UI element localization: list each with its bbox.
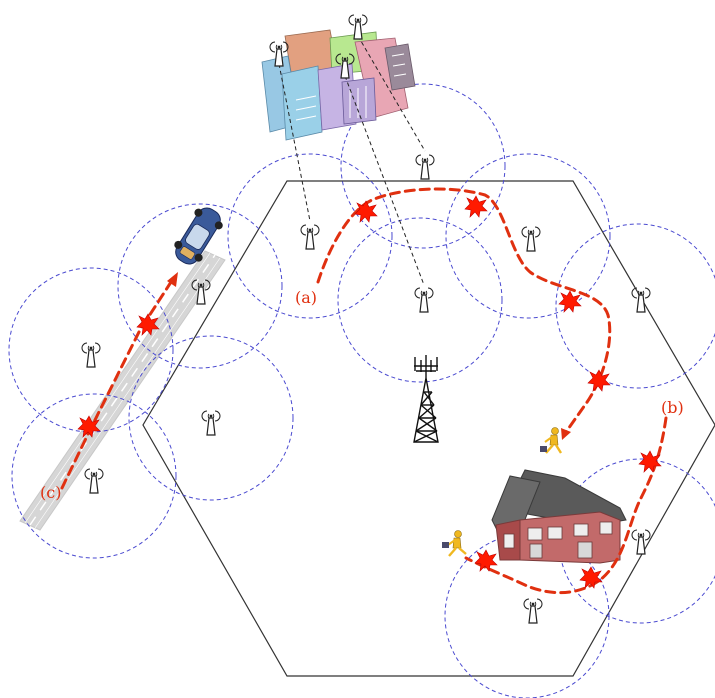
walking-person-icon [442, 530, 467, 557]
antenna-icon [84, 468, 104, 494]
arrowhead [167, 272, 178, 287]
burst-icon [464, 195, 488, 218]
walking-person-icon [540, 427, 563, 454]
office-buildings-icon [261, 29, 416, 141]
antenna-icon [523, 598, 543, 624]
femto-cell-circle [340, 83, 506, 249]
cell-tower-icon [413, 355, 439, 443]
house-icon [491, 469, 627, 564]
femto-cell-circle [445, 153, 611, 319]
backhaul-links [278, 35, 426, 286]
antenna-icon [81, 342, 101, 368]
femto-cell-circle [227, 153, 393, 319]
antenna-icon [201, 410, 221, 436]
path-a [316, 187, 612, 434]
antenna-icon [414, 287, 434, 313]
path-c [60, 280, 173, 490]
antenna-icon [521, 226, 541, 252]
macro-cell-hexagon [142, 180, 715, 677]
femto-cell-circle [558, 458, 715, 624]
car-icon [174, 207, 223, 265]
femto-cell-circle [11, 393, 177, 559]
antenna-icon [415, 154, 435, 180]
femto-cell-circle [555, 223, 715, 389]
path-label-b: (b) [661, 398, 684, 417]
femto-cell-circle [128, 335, 294, 501]
burst-icon [354, 200, 378, 223]
burst-icon [558, 290, 582, 313]
femto-cell-circle [117, 203, 283, 369]
burst-icon [587, 369, 611, 392]
antenna-icon [300, 224, 320, 250]
burst-icon [474, 549, 498, 572]
path-b [464, 416, 668, 595]
path-label-a: (a) [295, 288, 317, 307]
antenna-icon [631, 529, 651, 555]
arrowhead [561, 428, 571, 440]
femto-cell-circle [337, 217, 503, 383]
path-label-c: (c) [40, 483, 61, 502]
